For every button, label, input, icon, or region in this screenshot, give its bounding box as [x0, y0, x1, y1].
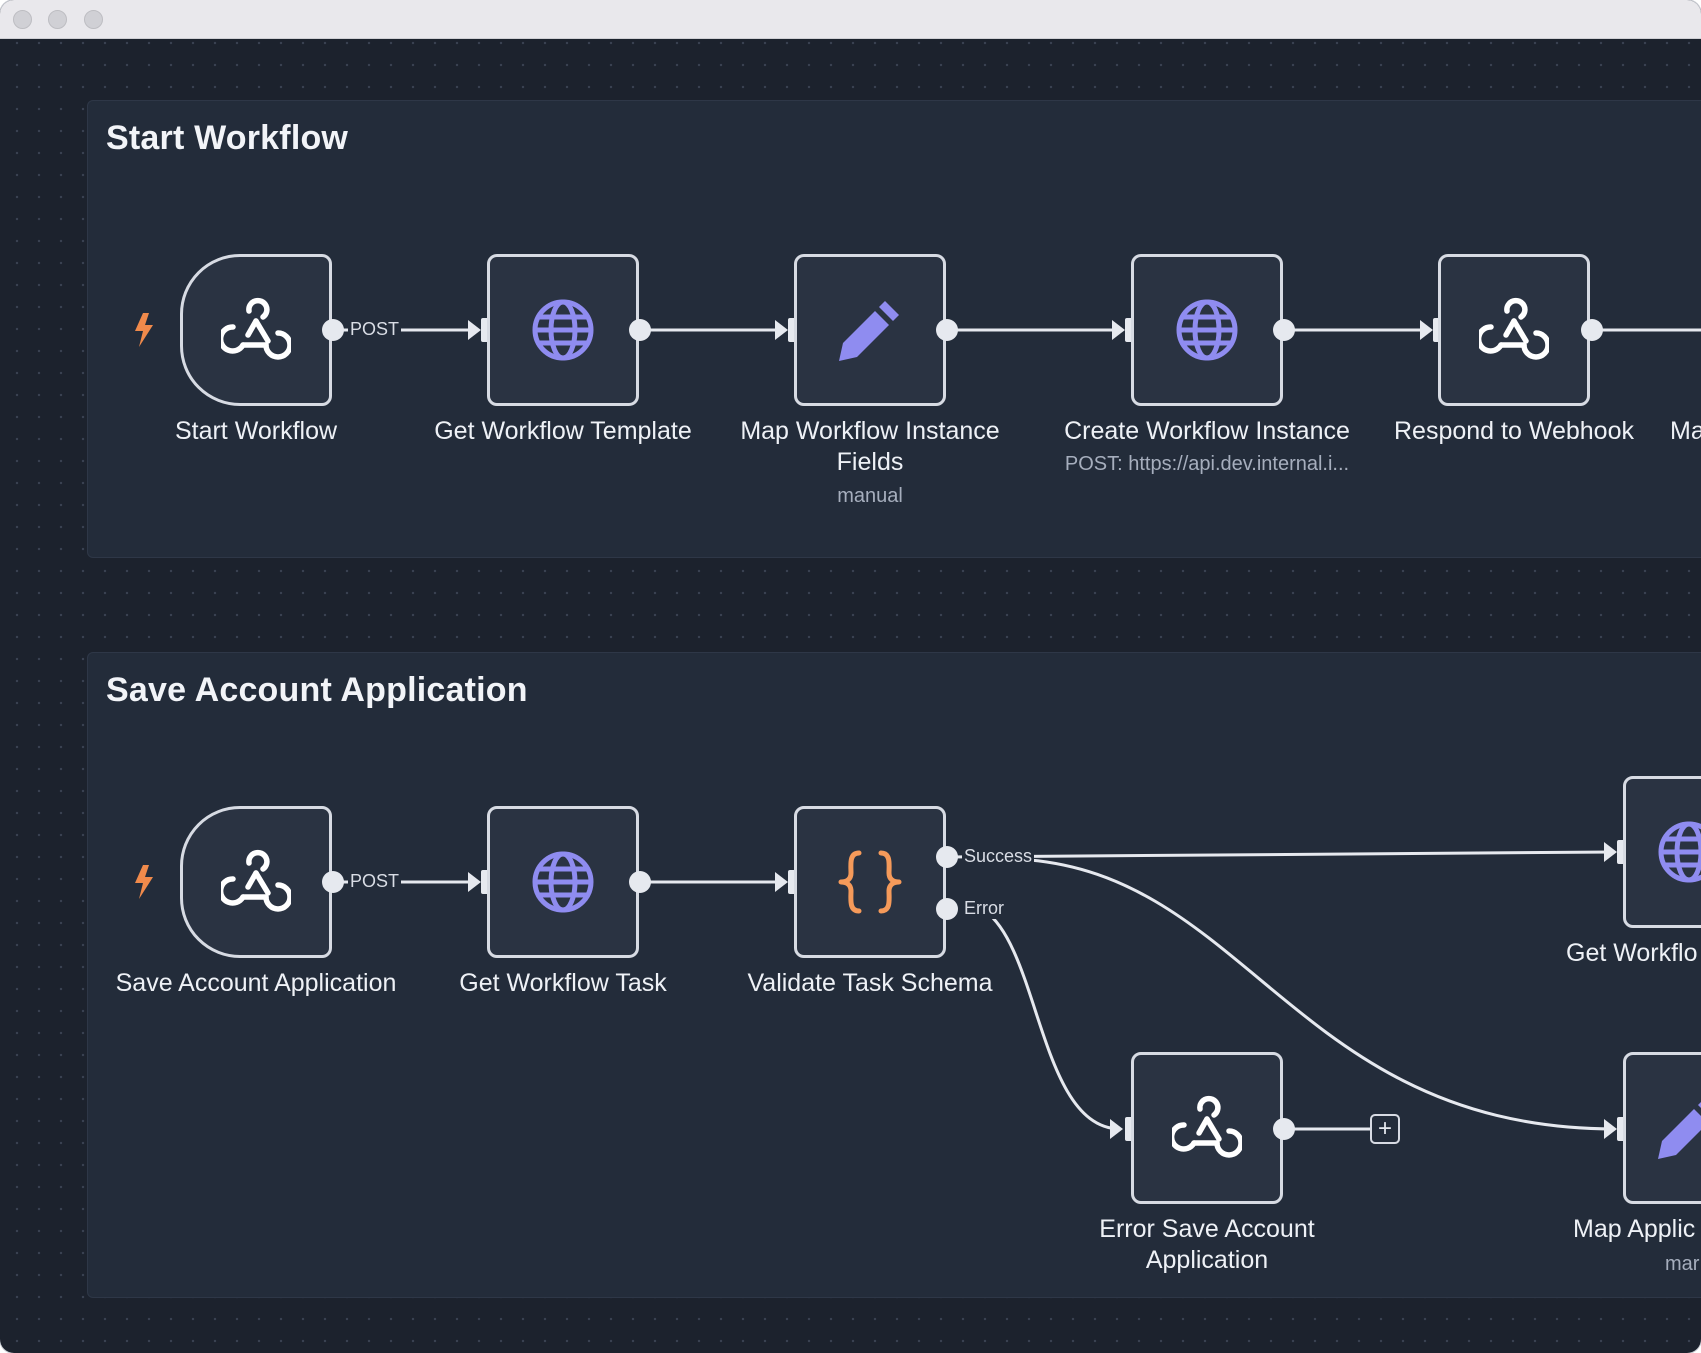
node-label: Validate Task Schema	[710, 968, 1030, 999]
output-handle[interactable]	[1273, 1118, 1295, 1140]
output-handle[interactable]	[1581, 319, 1603, 341]
title-bar	[0, 0, 1701, 39]
output-handle[interactable]	[629, 319, 651, 341]
wire-label-post: POST	[348, 319, 401, 340]
output-handle[interactable]	[1273, 319, 1295, 341]
node-subtitle: manual	[700, 484, 1040, 508]
node-start-workflow[interactable]	[180, 254, 332, 406]
globe-icon	[530, 849, 596, 915]
globe-icon	[530, 297, 596, 363]
node-get-workflow-task[interactable]	[487, 806, 639, 958]
output-handle[interactable]	[322, 319, 344, 341]
wire-label-post: POST	[348, 871, 401, 892]
node-map-workflow-instance-fields[interactable]	[794, 254, 946, 406]
pencil-icon	[835, 295, 905, 365]
output-handle[interactable]	[629, 871, 651, 893]
add-node-button[interactable]: +	[1370, 1114, 1400, 1144]
node-map-application-partial[interactable]	[1623, 1052, 1701, 1204]
node-label: Respond to Webhook	[1354, 416, 1674, 447]
node-label-partial: Map Applic	[1573, 1214, 1701, 1245]
webhook-icon	[1479, 297, 1549, 363]
node-get-workflow-template[interactable]	[487, 254, 639, 406]
node-label-partial: Get Workflo	[1566, 938, 1701, 969]
output-handle[interactable]	[322, 871, 344, 893]
pencil-icon	[1654, 1093, 1701, 1163]
output-label-error: Error	[962, 898, 1006, 919]
node-label: Save Account Application	[96, 968, 416, 999]
group-title: Start Workflow	[106, 119, 348, 158]
webhook-icon	[1172, 1095, 1242, 1161]
braces-icon	[835, 847, 905, 917]
output-label-success: Success	[962, 846, 1034, 867]
output-handle-error[interactable]	[936, 898, 958, 920]
node-label: Create Workflow Instance	[1047, 416, 1367, 447]
globe-icon	[1174, 297, 1240, 363]
node-error-save-account-application[interactable]	[1131, 1052, 1283, 1204]
globe-icon	[1656, 819, 1701, 885]
node-label: Map Workflow Instance Fields	[710, 416, 1030, 478]
node-save-account-application[interactable]	[180, 806, 332, 958]
node-subtitle-partial: mar	[1665, 1252, 1701, 1276]
plus-icon: +	[1378, 1117, 1392, 1141]
maximize-window-button[interactable]	[84, 10, 103, 29]
node-label: Error Save Account Application	[1047, 1214, 1367, 1276]
node-get-workflow-partial[interactable]	[1623, 776, 1701, 928]
node-create-workflow-instance[interactable]	[1131, 254, 1283, 406]
node-label: Get Workflow Task	[403, 968, 723, 999]
output-handle[interactable]	[936, 319, 958, 341]
trigger-bolt-icon	[131, 312, 157, 348]
node-label-partial: Ma	[1670, 416, 1701, 447]
node-respond-to-webhook[interactable]	[1438, 254, 1590, 406]
node-validate-task-schema[interactable]	[794, 806, 946, 958]
group-title: Save Account Application	[106, 671, 528, 710]
node-label: Start Workflow	[96, 416, 416, 447]
minimize-window-button[interactable]	[48, 10, 67, 29]
node-label: Get Workflow Template	[403, 416, 723, 447]
output-handle-success[interactable]	[936, 846, 958, 868]
close-window-button[interactable]	[13, 10, 32, 29]
webhook-icon	[221, 849, 291, 915]
trigger-bolt-icon	[131, 864, 157, 900]
node-subtitle: POST: https://api.dev.internal.i...	[1037, 452, 1377, 476]
webhook-icon	[221, 297, 291, 363]
